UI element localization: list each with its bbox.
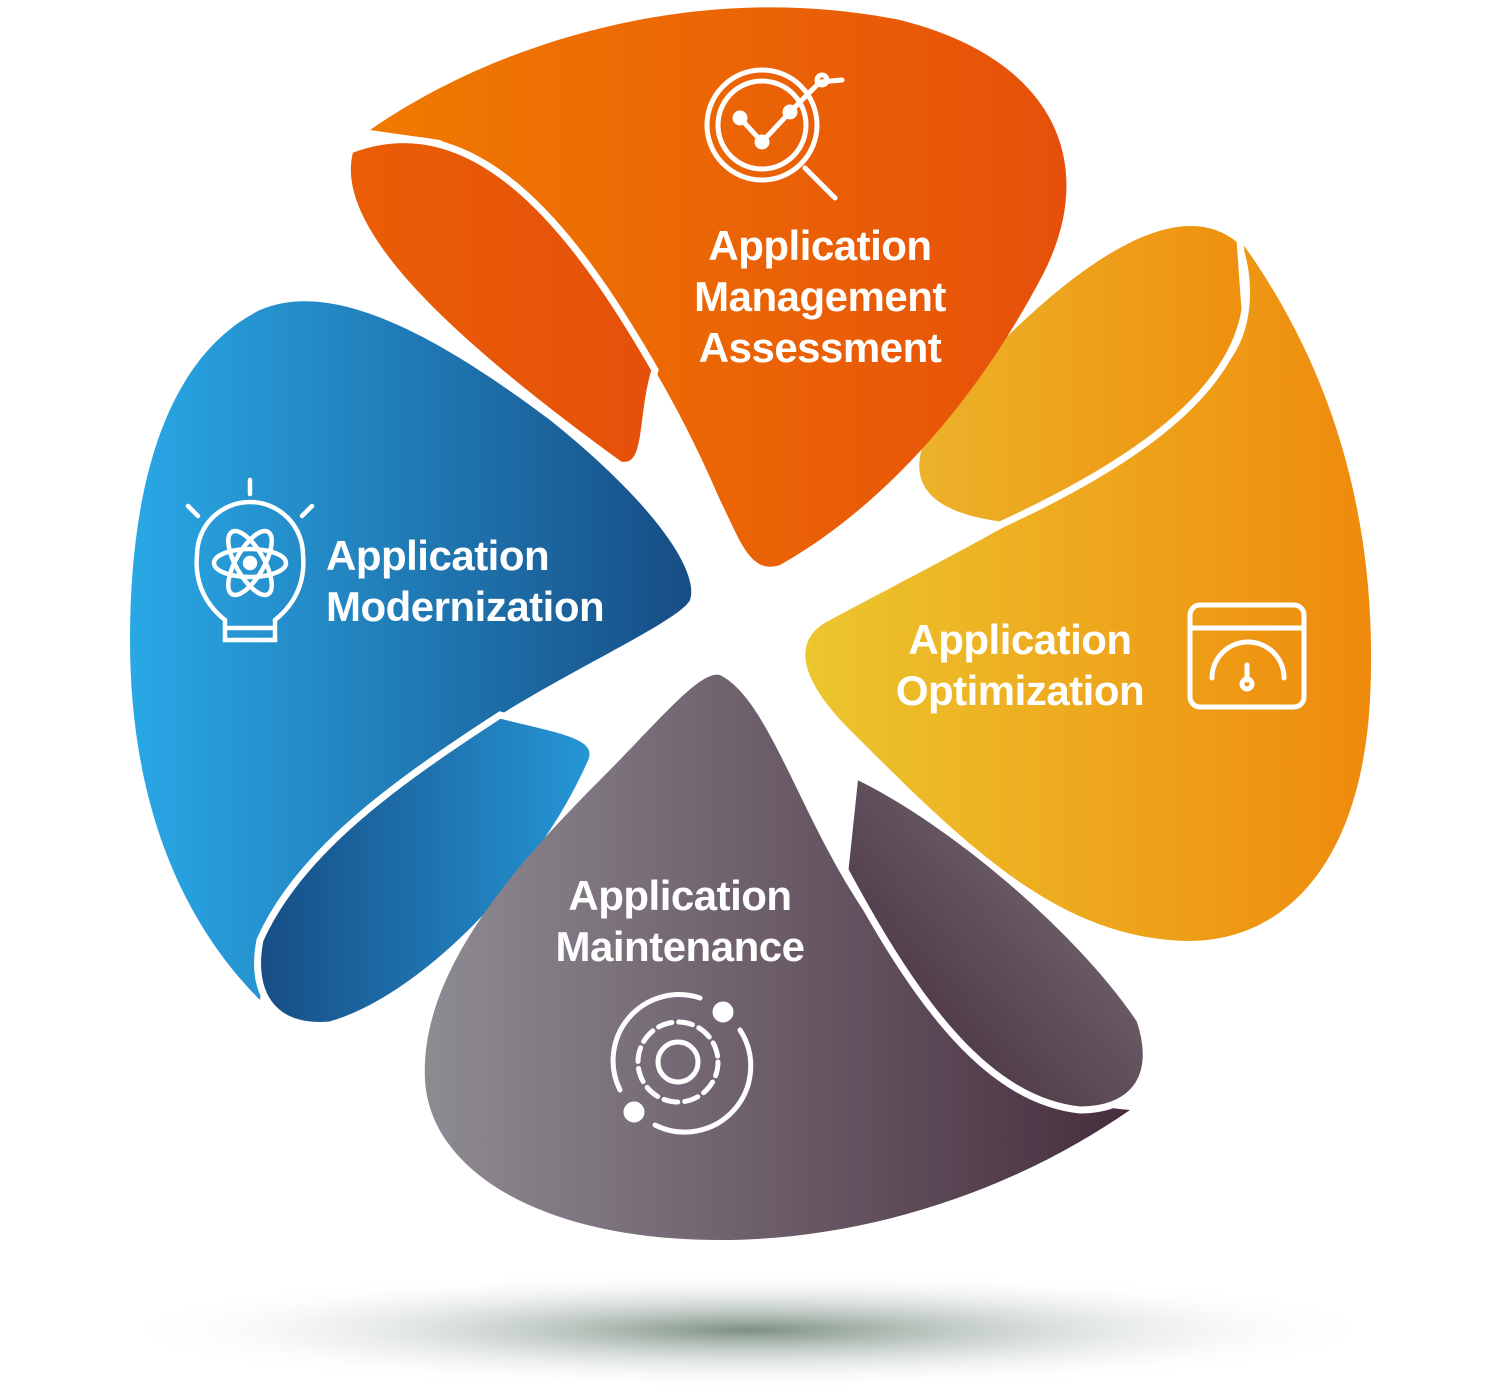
petal-assessment[interactable] [343,7,1067,567]
petal-modernization[interactable] [130,301,692,1029]
gear-cycle-icon [610,992,754,1135]
petal-maintenance[interactable] [424,674,1150,1240]
petal-optimization[interactable] [805,219,1372,941]
label-assessment: Application Management Assessment [660,220,980,373]
label-maintenance: Application Maintenance [530,870,830,972]
speedometer-window-icon [1187,602,1307,710]
analytics-magnifier-icon [704,67,845,201]
lightbulb-atom-icon [185,477,315,643]
label-line: Application [908,616,1132,663]
label-line: Optimization [895,667,1145,714]
label-line: Application [326,532,550,579]
label-line: Application [708,222,932,269]
label-optimization: Application Optimization [870,614,1170,716]
label-modernization: Application Modernization [326,530,646,632]
label-line: Maintenance [555,923,805,970]
label-line: Management [694,273,946,320]
label-line: Assessment [698,324,942,371]
label-line: Modernization [326,583,605,630]
label-line: Application [568,872,792,919]
drop-shadow [110,1270,1390,1390]
